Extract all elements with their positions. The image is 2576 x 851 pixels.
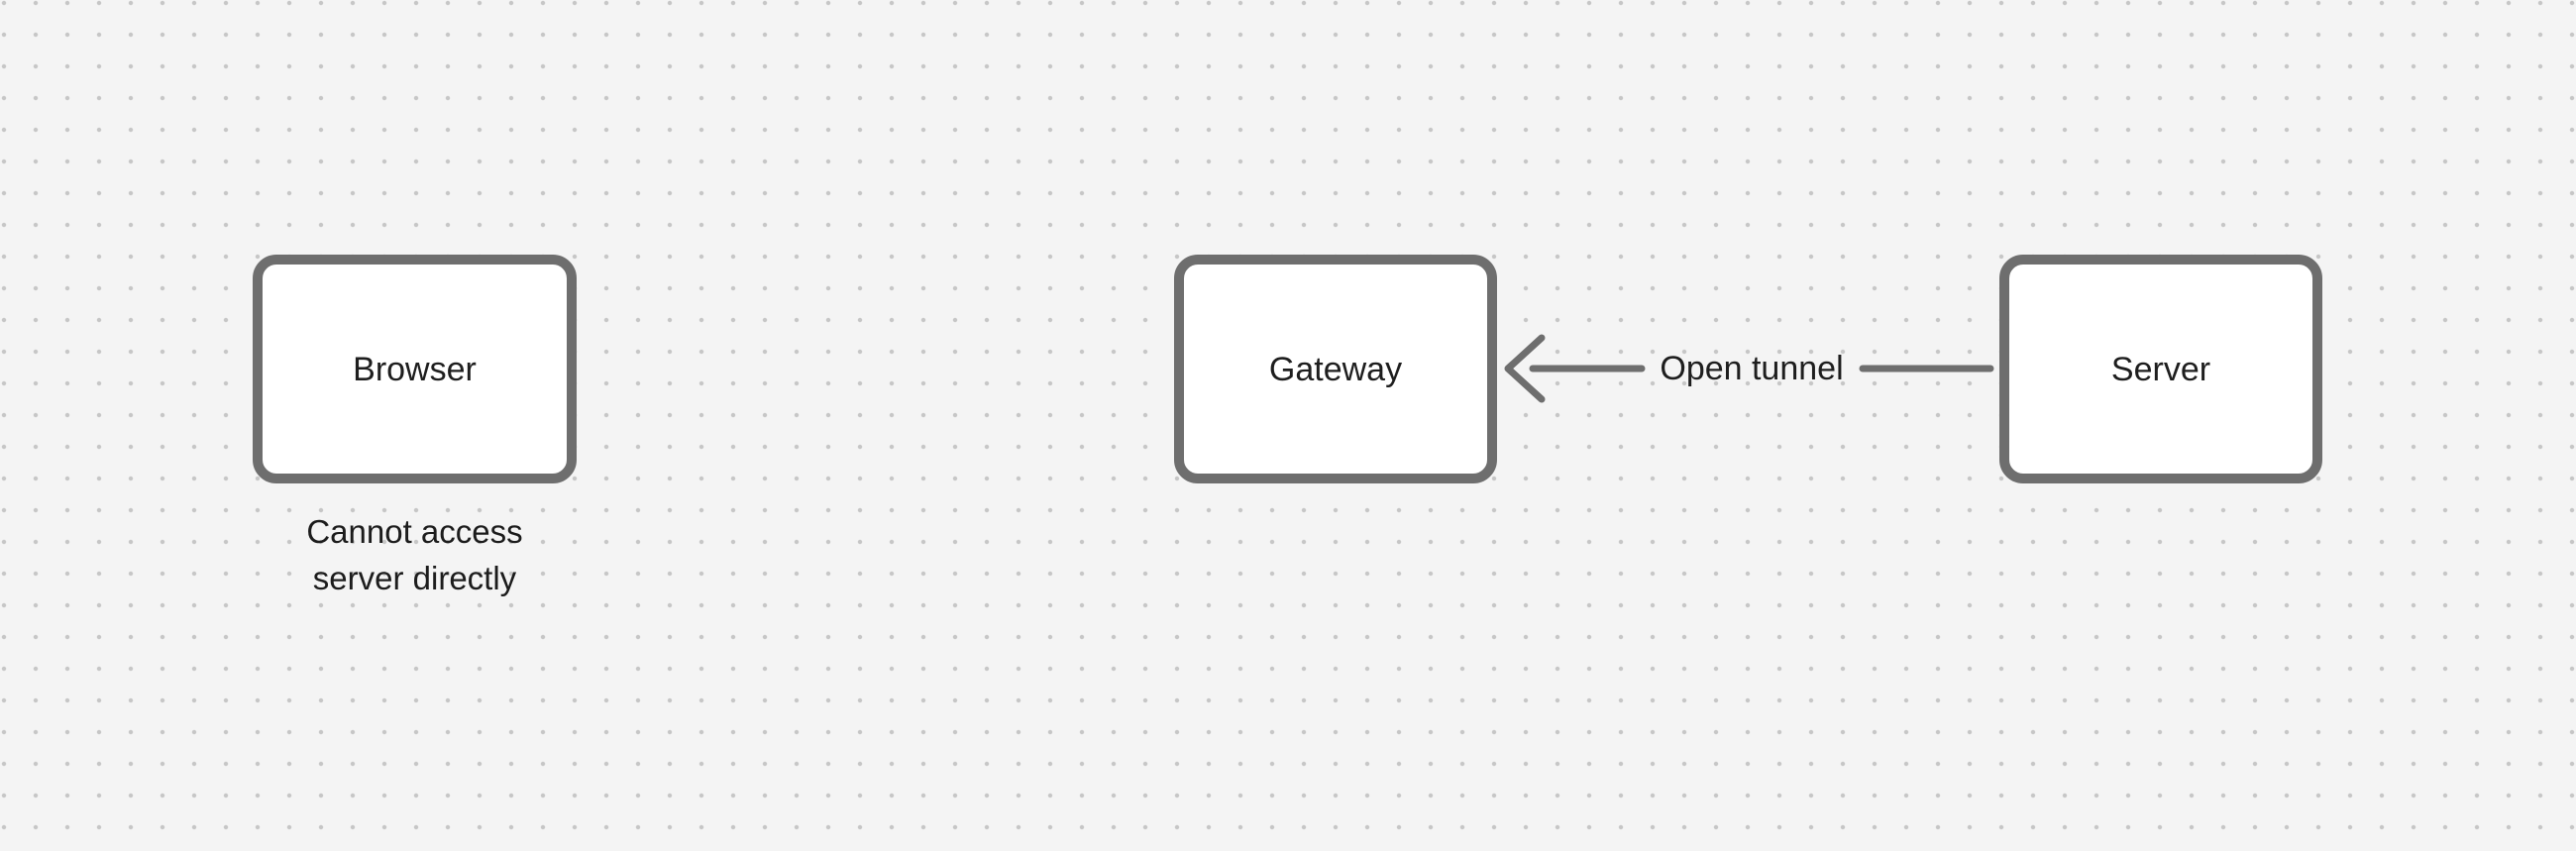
open-tunnel-label: Open tunnel [1660, 350, 1844, 387]
node-browser-label: Browser [353, 350, 477, 388]
caption-line-1: Cannot access [306, 513, 523, 550]
node-server: Server [1999, 255, 2322, 483]
node-gateway: Gateway [1174, 255, 1497, 483]
caption-line-2: server directly [312, 560, 517, 596]
browser-caption: Cannot access server directly [253, 508, 577, 601]
arrow-head-icon [1504, 334, 1546, 403]
node-browser: Browser [253, 255, 577, 483]
node-server-label: Server [2110, 350, 2211, 388]
node-gateway-label: Gateway [1268, 350, 1403, 388]
